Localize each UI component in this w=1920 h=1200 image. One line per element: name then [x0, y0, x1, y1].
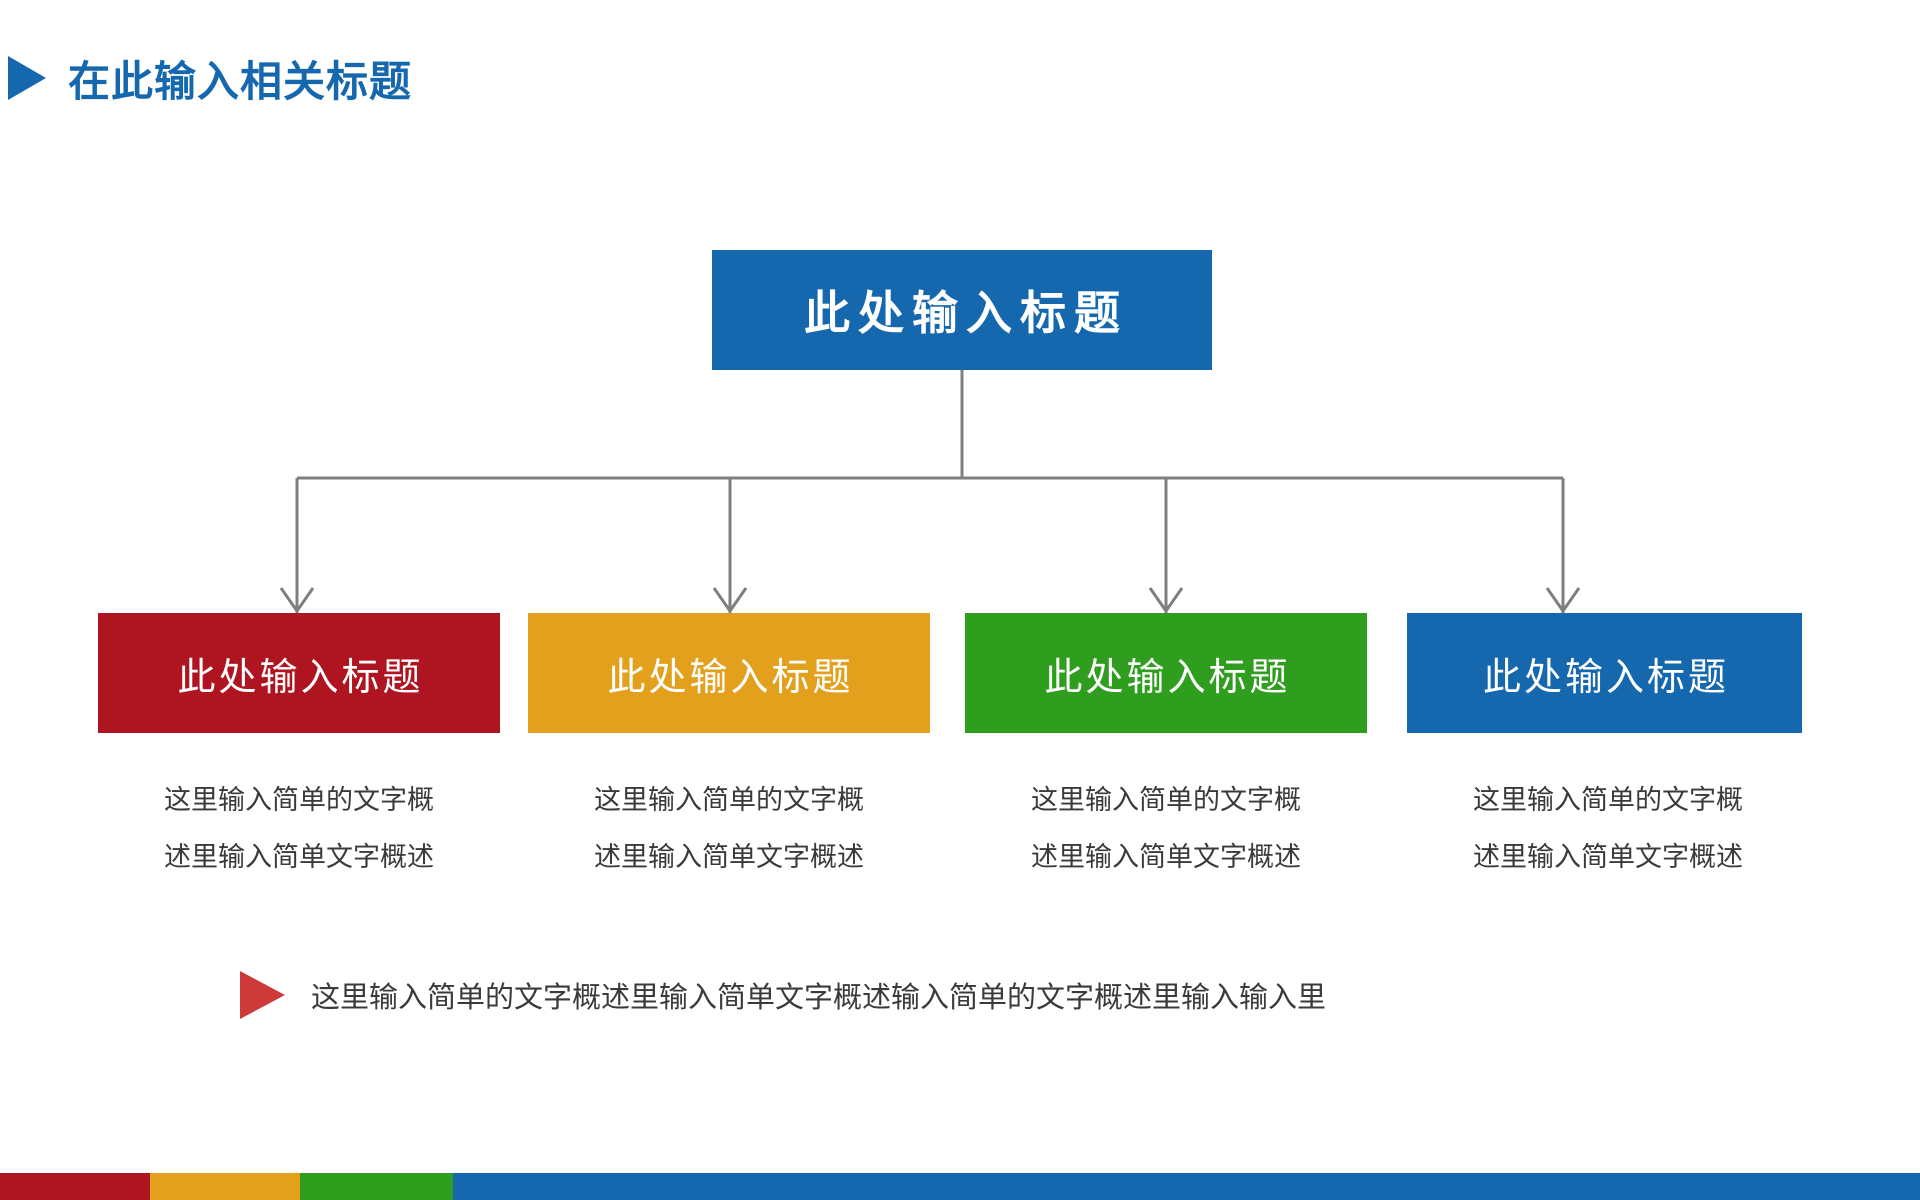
diagram-root-node[interactable]: 此处输入标题 [712, 250, 1212, 370]
footer-bar-segment-2 [150, 1173, 300, 1200]
arrowhead-icon-2 [712, 587, 748, 614]
branch-description-1-line-1: 这里输入简单的文字概 [164, 785, 434, 815]
footer-bar-segment-1 [0, 1173, 150, 1200]
diagram-root-label: 此处输入标题 [804, 287, 1128, 339]
branch-description-2-line-1: 这里输入简单的文字概 [594, 785, 864, 815]
branch-description-2-line-2: 述里输入简单文字概述 [594, 842, 864, 872]
arrowhead-icon-3 [1148, 587, 1184, 614]
branch-description-1-line-2: 述里输入简单文字概述 [164, 842, 434, 872]
footer-caption-text: 这里输入简单的文字概述里输入简单文字概述输入简单的文字概述里输入输入里 [311, 982, 1327, 1014]
triangle-marker-icon [8, 56, 46, 100]
branch-description-3-line-2: 述里输入简单文字概述 [1031, 842, 1301, 872]
page-title: 在此输入相关标题 [68, 57, 413, 105]
branch-description-3: 这里输入简单的文字概 述里输入简单文字概述 [965, 772, 1367, 886]
diagram-branch-node-4[interactable]: 此处输入标题 [1407, 613, 1802, 733]
page-title-row: 在此输入相关标题 [0, 48, 900, 108]
diagram-branch-label-4: 此处输入标题 [1482, 656, 1729, 699]
footer-caption-row: 这里输入简单的文字概述里输入简单文字概述输入简单的文字概述里输入输入里 [240, 960, 1640, 1030]
diagram-branch-label-2: 此处输入标题 [607, 656, 854, 699]
branch-description-4-line-1: 这里输入简单的文字概 [1473, 785, 1743, 815]
arrowhead-icon-4 [1545, 587, 1581, 614]
triangle-bullet-icon [240, 971, 285, 1019]
diagram-branch-node-2[interactable]: 此处输入标题 [528, 613, 930, 733]
branch-description-4: 这里输入简单的文字概 述里输入简单文字概述 [1407, 772, 1809, 886]
branch-description-4-line-2: 述里输入简单文字概述 [1473, 842, 1743, 872]
branch-description-2: 这里输入简单的文字概 述里输入简单文字概述 [528, 772, 930, 886]
arrowhead-icon-1 [279, 587, 315, 614]
diagram-branch-node-3[interactable]: 此处输入标题 [965, 613, 1367, 733]
branch-description-1: 这里输入简单的文字概 述里输入简单文字概述 [98, 772, 500, 886]
diagram-branch-label-1: 此处输入标题 [177, 656, 424, 699]
diagram-branch-node-1[interactable]: 此处输入标题 [98, 613, 500, 733]
footer-bar-segment-4 [453, 1173, 1920, 1200]
footer-color-bar [0, 1173, 1920, 1200]
diagram-branch-label-3: 此处输入标题 [1044, 656, 1291, 699]
footer-bar-segment-3 [300, 1173, 453, 1200]
branch-description-3-line-1: 这里输入简单的文字概 [1031, 785, 1301, 815]
